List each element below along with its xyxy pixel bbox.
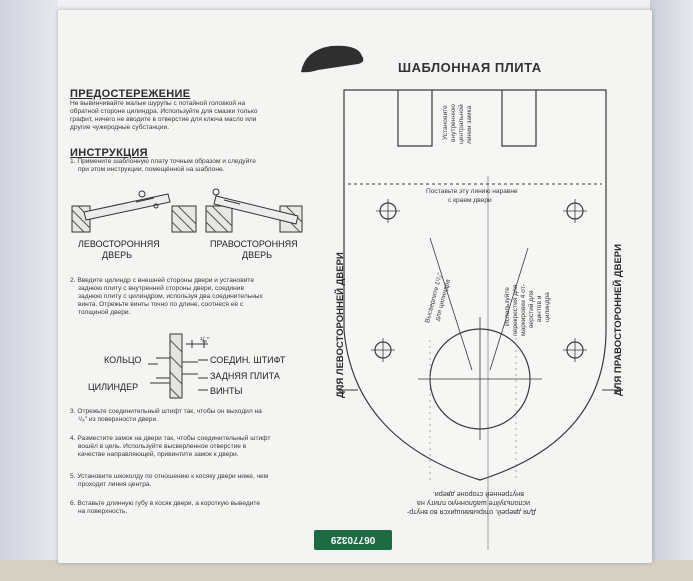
- screws-label: ВИНТЫ: [210, 386, 243, 396]
- screw-note-4: верстий для: [528, 290, 535, 328]
- pin-label: СОЕДИН. ШТИФТ: [210, 355, 286, 365]
- step2-line-5: толщиной двери.: [78, 309, 131, 316]
- step3-line-1: 3. Отрежьте соединительный штифт так, чт…: [70, 408, 262, 415]
- left-door-caption-1: ЛЕВОСТОРОННЯЯ: [78, 239, 160, 249]
- packaging-card: ПРЕДОСТЕРЕЖЕНИЕ Не вывинчивайте малые шу…: [58, 10, 652, 563]
- step4-line-3: качестве направляющей, привинтите замок …: [78, 451, 239, 458]
- edge-note-1: Поставьте эту линию наравне: [426, 188, 518, 195]
- step2-line-3: заднюю плиту с цилиндром, используя два …: [78, 293, 263, 300]
- center-note-1: Установите: [442, 105, 449, 140]
- right-door-label: ДЛЯ ПРАВОСТОРОННЕЙ ДВЕРИ: [613, 244, 624, 396]
- step3-line-2: ¹/₈" из поверхности двери.: [78, 416, 158, 423]
- template-drawing: [71, 45, 621, 550]
- step2-line-1: 2. Введите цилиндр с внешней стороны две…: [70, 277, 255, 284]
- center-note-3: центральной: [458, 104, 465, 144]
- bottom-note-1: Для дверей, открывающихся во внутр-: [406, 508, 536, 517]
- step1-line-1: 1. Примените шаблонную плату точным обра…: [70, 158, 256, 165]
- left-door-illustration: [71, 190, 197, 233]
- screw-note-6: цилиндра: [544, 292, 551, 322]
- right-door-illustration: [205, 188, 303, 233]
- left-door-label: ДЛЯ ЛЕВОСТОРОННЕЙ ДВЕРИ: [335, 252, 346, 398]
- edge-note-2: с краем двери: [448, 197, 492, 204]
- dimension-label: ¹/₈": [200, 337, 210, 344]
- background-right: [650, 0, 693, 581]
- step1-line-2: при этом инструкции, помещённой на шабло…: [78, 166, 225, 173]
- back-plate-label: ЗАДНЯЯ ПЛИТА: [210, 371, 280, 381]
- screw-note-2: перекрестия для: [512, 284, 519, 336]
- barcode-number: 06770329: [330, 534, 376, 546]
- warning-line-2: обратной стороне цилиндра. Используйте д…: [70, 108, 258, 115]
- right-door-caption-1: ПРАВОСТОРОННЯЯ: [210, 239, 298, 249]
- step4-line-1: 4. Разместите замок на двери так, чтобы …: [70, 435, 271, 442]
- bottom-note-3: внутренней стороне двери.: [432, 490, 524, 499]
- cylinder-section-illustration: [148, 333, 208, 399]
- warning-line-4: другие чужеродные субстанции.: [70, 124, 170, 131]
- step6-line-1: 6. Вставьте длинную губу в косяк двери, …: [70, 500, 260, 507]
- warning-line-3: графит, ничего не вводите в отверстие дл…: [70, 116, 257, 123]
- screw-note-1: Используйте: [504, 287, 511, 326]
- warning-title: ПРЕДОСТЕРЕЖЕНИЕ: [70, 88, 191, 100]
- left-door-caption-2: ДВЕРЬ: [102, 250, 133, 260]
- step2-line-2: заднюю плиту с внутренней стороны двери,…: [78, 285, 244, 292]
- right-door-caption-2: ДВЕРЬ: [242, 250, 273, 260]
- center-note-4: линии замка: [466, 105, 473, 144]
- cylinder-label: ЦИЛИНДЕР: [88, 382, 139, 392]
- screw-note-3: маркировки 4 от-: [520, 284, 527, 336]
- step5-line-2: проходит линия центра.: [78, 481, 152, 488]
- step6-line-2: на поверхность.: [78, 508, 128, 515]
- ring-label: КОЛЬЦО: [104, 355, 142, 365]
- step2-line-4: винта. Отрежьте винты точно по длине, со…: [78, 301, 244, 308]
- hang-hole: [301, 45, 364, 73]
- center-note-2: внутреннюю: [450, 104, 457, 142]
- template-title: ШАБЛОННАЯ ПЛИТА: [398, 60, 542, 75]
- background-bottom: [0, 560, 693, 581]
- instructions-title: ИНСТРУКЦИЯ: [70, 147, 148, 159]
- screw-note-5: винтов и: [536, 295, 543, 322]
- template-plate: [337, 89, 621, 550]
- warning-line-1: Не вывинчивайте малые шурупы с потайной …: [70, 100, 246, 107]
- step5-line-1: 5. Установите шкоколду по отношению к ко…: [70, 473, 269, 480]
- step4-line-2: вошёл в цель. Используйте высверленное о…: [78, 443, 247, 450]
- barcode-sticker: 06770329: [314, 530, 392, 550]
- background-left: [0, 0, 58, 581]
- bottom-note-2: используйте шаблонную плиту на: [416, 499, 530, 508]
